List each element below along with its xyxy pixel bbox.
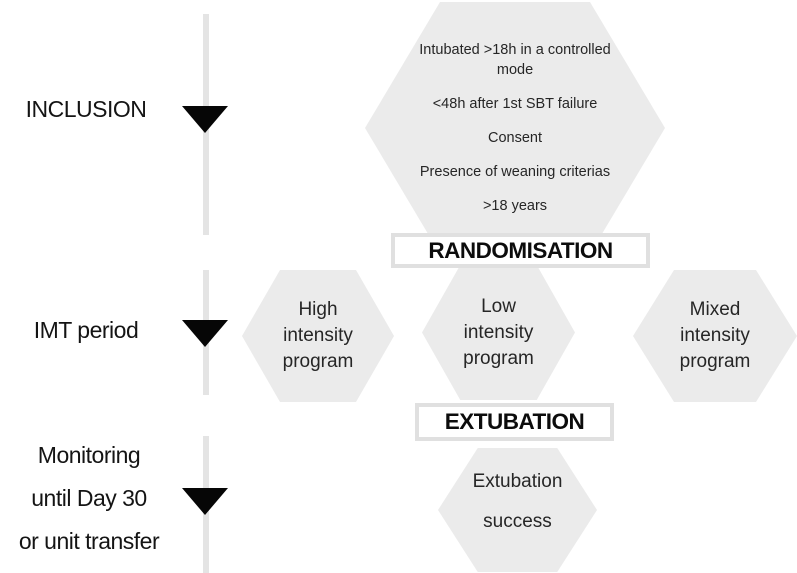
down-arrow-icon	[182, 320, 228, 347]
criteria-consent: Consent	[487, 130, 542, 146]
arm-low-line3: program	[463, 347, 534, 369]
phase-label-monitoring-line2: until Day 30	[31, 485, 147, 511]
outcome-line1: Extubation	[472, 471, 563, 492]
down-arrow-icon	[182, 488, 228, 515]
arm-low-line1: Low	[481, 295, 516, 317]
arm-high-intensity-hexagon: High intensity program	[242, 270, 394, 402]
arm-high-line3: program	[282, 351, 354, 372]
arm-low-line2: intensity	[463, 321, 534, 343]
criteria-intubated-line2: mode	[496, 62, 534, 78]
arm-mixed-line2: intensity	[680, 325, 750, 346]
criteria-sbt-failure: <48h after 1st SBT failure	[432, 96, 598, 112]
criteria-weaning: Presence of weaning criterias	[419, 164, 611, 180]
arm-low-intensity-hexagon: Low intensity program	[422, 265, 575, 400]
arm-high-line1: High	[298, 299, 338, 320]
down-arrow-icon	[182, 106, 228, 133]
arm-mixed-line1: Mixed	[689, 299, 741, 320]
randomisation-banner: RANDOMISATION	[391, 233, 650, 268]
inclusion-criteria-hexagon: Intubated >18h in a controlled mode <48h…	[365, 2, 665, 254]
outcome-line2: success	[483, 511, 552, 532]
phase-label-monitoring: Monitoring until Day 30 or unit transfer	[0, 434, 178, 563]
arm-mixed-intensity-hexagon: Mixed intensity program	[633, 270, 797, 402]
arm-mixed-line3: program	[679, 351, 751, 372]
arm-high-line2: intensity	[283, 325, 353, 346]
phase-label-inclusion: INCLUSION	[25, 96, 147, 122]
criteria-age: >18 years	[482, 198, 548, 214]
outcome-extubation-success-hexagon: Extubation success	[438, 448, 597, 572]
criteria-intubated-line1: Intubated >18h in a controlled	[419, 42, 611, 58]
phase-label-imt-period: IMT period	[33, 317, 139, 343]
phase-label-monitoring-line3: or unit transfer	[18, 528, 160, 554]
extubation-banner: EXTUBATION	[415, 403, 614, 441]
criteria-intubated: Intubated >18h in a controlled mode	[419, 40, 610, 80]
phase-label-monitoring-line1: Monitoring	[37, 442, 141, 468]
